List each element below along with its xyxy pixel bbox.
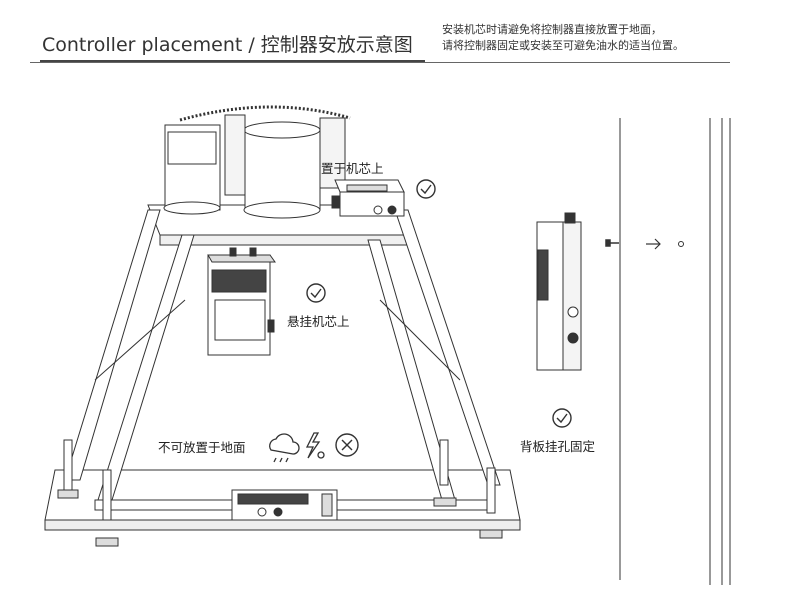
- mount-hole-icon: [678, 241, 684, 247]
- label-not-on-ground: 不可放置于地面: [158, 440, 246, 455]
- controller-on-top: [331, 179, 405, 217]
- controller-hanging: [207, 247, 276, 356]
- label-hang-mechanism: 悬挂机芯上: [287, 314, 350, 329]
- check-circle-icon: [416, 179, 436, 199]
- page-title: Controller placement / 控制器安放示意图: [42, 34, 413, 56]
- header-underline: [40, 60, 425, 62]
- screw-icon: [605, 239, 619, 247]
- controller-on-floor: [231, 489, 338, 521]
- lightning-icon: [305, 432, 325, 459]
- label-on-mechanism: 置于机芯上: [321, 161, 384, 176]
- wall-mount-scene: [536, 118, 731, 585]
- motor-assembly: [163, 105, 351, 219]
- check-circle-icon: [306, 283, 326, 303]
- header-note-line1: 安装机芯时请避免将控制器直接放置于地面，: [442, 23, 662, 36]
- cross-circle-icon: [335, 433, 359, 457]
- label-back-mount: 背板挂孔固定: [520, 439, 596, 454]
- header-divider: [30, 62, 730, 63]
- check-circle-icon: [552, 408, 572, 428]
- rain-cloud-icon: [269, 433, 300, 463]
- arrow-right-icon: [646, 238, 661, 250]
- header-note: 安装机芯时请避免将控制器直接放置于地面， 请将控制器固定或安装至可避免油水的适当…: [442, 22, 684, 54]
- header-note-line2: 请将控制器固定或安装至可避免油水的适当位置。: [442, 39, 684, 52]
